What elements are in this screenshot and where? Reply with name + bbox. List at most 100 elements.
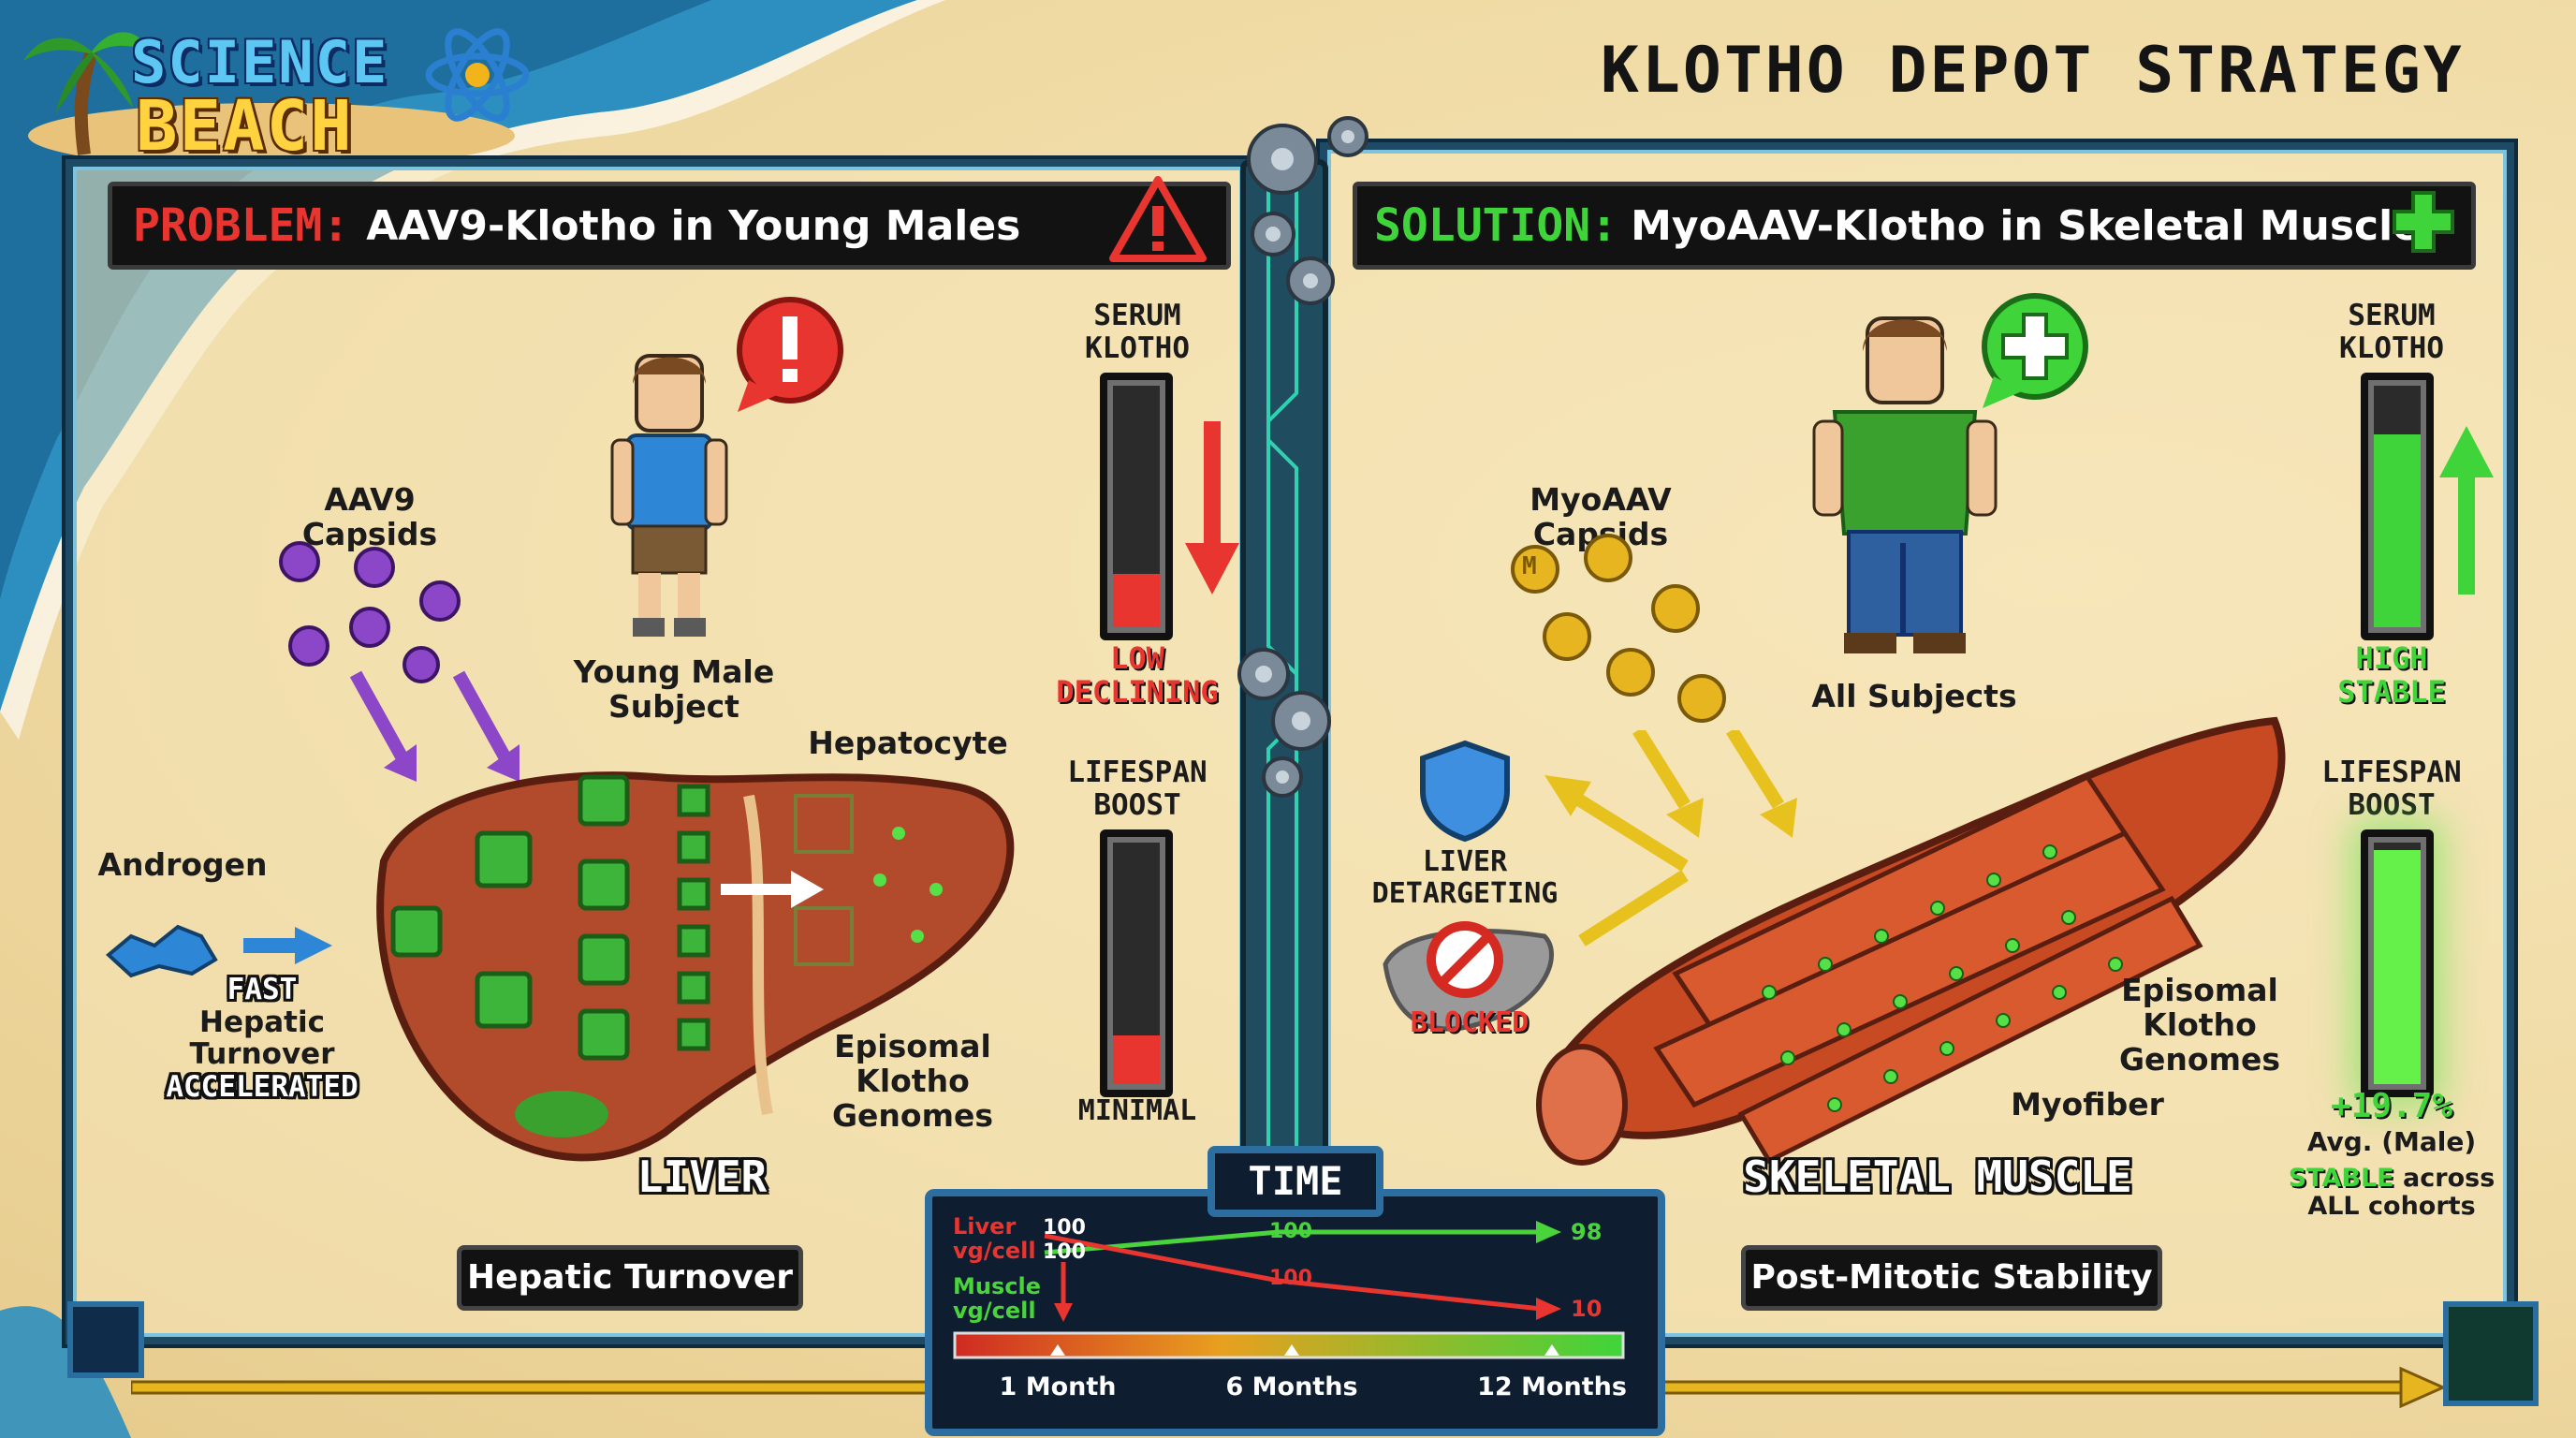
solution-lifespan-gauge [2361,829,2434,1097]
androgen-molecule-icon [105,924,332,978]
page-title: KLOTHO DEPOT STRATEGY [1601,34,2465,108]
lifespan-note-across: across [2403,1164,2496,1193]
solution-prefix: SOLUTION: [1374,199,1618,252]
time-chart: Livervg/cellMusclevg/cell100100100100981… [953,1213,1627,1401]
turnover-turnover: Turnover [189,1037,335,1072]
corner-screen-left [67,1301,144,1378]
skeletal-muscle-label: SKELETAL MUSCLE [1743,1152,2132,1202]
problem-serum-gauge [1100,373,1173,640]
muscle-mid-value: 100 [1269,1220,1312,1243]
muscle-end-value: 98 [1571,1219,1602,1245]
time-title: TIME [1208,1146,1383,1217]
lifespan-stat: +19.7% [2330,1087,2453,1125]
androgen-label: Androgen [97,846,268,883]
problem-serum-label: SERUM KLOTHO [1085,299,1190,365]
problem-lifespan-label: LIFESPAN BOOST [1067,756,1208,822]
down-arrow-icon [1185,421,1239,594]
logo-line2: BEACH [136,86,354,167]
logo-island [28,103,515,169]
problem-banner: PROBLEM: AAV9-Klotho in Young Males [108,182,1231,270]
capsid-entry-arrows [349,670,520,782]
solution-lifespan-label: LIFESPAN BOOST [2321,756,2462,822]
time-tick-mark [1284,1344,1299,1356]
plus-icon [2393,191,2454,253]
liver-illustration [376,771,1015,1162]
blocked-liver-icon [1383,921,1554,1032]
muscle-unit-label: vg/cell [953,1298,1036,1324]
capsid-muscle-arrows [1544,730,1797,946]
liver-detargeting-label: LIVER DETARGETING [1371,845,1559,910]
solution-genomes-label: Episomal Klotho Genomes [2118,972,2281,1078]
turnover-accelerated: ACCELERATED [166,1070,359,1105]
time-tick-mark [1050,1344,1065,1356]
circuit-traces [1266,178,1298,1152]
hepatic-turnover-tag: Hepatic Turnover [457,1245,803,1311]
gear-icon [1247,116,1368,305]
solution-serum-fill [2374,434,2421,627]
time-tick-label: 12 Months [1477,1372,1627,1401]
muscle-series-line [1044,1229,1541,1255]
atom-icon [425,28,530,122]
aav9-capsids-icon [279,541,461,683]
problem-lifespan-fill [1113,1035,1160,1084]
muscle-series-label: Muscle [953,1273,1041,1299]
shield-icon [1420,740,1510,843]
muscle-series-arrowhead [1536,1221,1561,1243]
palm-tree-icon [23,32,148,155]
liver-drop-arrowhead [1054,1303,1073,1322]
liver-unit-label: vg/cell [953,1238,1036,1264]
blocked-label: BLOCKED [1410,1006,1530,1039]
plus-bubble-icon [1982,293,2088,408]
corner-screen-right [2443,1301,2539,1406]
alert-bubble-icon [737,297,843,412]
myofiber-label: Myofiber [2011,1086,2164,1123]
problem-text: AAV9-Klotho in Young Males [366,201,1021,250]
lifespan-note-cohorts: ALL cohorts [2307,1192,2476,1221]
gear-icon [1237,648,1331,798]
serum-status-stable: STABLE [2337,673,2446,710]
aav9-capsids-label: AAV9 Capsids [301,481,438,552]
all-subjects-label: All Subjects [1811,678,2017,714]
myoaav-capsids-icon [1511,534,1726,723]
liver-series-line [1044,1233,1542,1312]
turnover-fast: FAST [227,973,298,1006]
serum-status-high: HIGH [2355,640,2428,676]
all-subjects-figure [1812,316,1998,653]
problem-serum-fill [1113,574,1160,627]
time-tick-label: 1 Month [1000,1372,1117,1401]
post-mitotic-stability-tag: Post-Mitotic Stability [1741,1245,2162,1311]
warning-icon [1109,176,1207,262]
turnover-hepatic: Hepatic [199,1005,325,1039]
problem-lifespan-gauge [1100,829,1173,1097]
liver-label: LIVER [637,1152,768,1202]
solution-serum-label: SERUM KLOTHO [2339,299,2444,365]
lifespan-note-male: Avg. (Male) [2306,1126,2477,1157]
hepatic-turnover-note: FAST Hepatic Turnover ACCELERATED [136,974,388,1104]
time-tick-mark [1544,1344,1559,1356]
skeletal-muscle-illustration [1536,716,2286,1166]
liver-start-value: 100 [1043,1216,1086,1240]
logo-line1: SCIENCE [131,28,389,96]
problem-serum-status: LOW DECLINING [1039,640,1236,710]
liver-series-label: Liver [953,1213,1016,1240]
solution-lifespan-fill [2374,850,2421,1084]
up-arrow-icon [2439,426,2494,594]
solution-serum-gauge [2361,373,2434,640]
serum-status-low: LOW [1110,640,1164,676]
lifespan-note-stable-word: STABLE [2288,1164,2394,1193]
problem-lifespan-status: MINIMAL [1077,1094,1197,1127]
serum-status-declining: DECLINING [1056,673,1219,710]
liver-mid-value: 100 [1269,1267,1312,1290]
capsid-letter: M [1522,552,1537,580]
time-tick-label: 6 Months [1225,1372,1357,1401]
solution-banner: SOLUTION: MyoAAV-Klotho in Skeletal Musc… [1353,182,2476,270]
hepatocyte-label: Hepatocyte [808,725,1008,761]
solution-serum-status: HIGH STABLE [2303,640,2481,710]
problem-prefix: PROBLEM: [133,199,350,252]
muscle-start-value: 100 [1043,1240,1086,1264]
liver-series-arrowhead [1536,1298,1561,1320]
lifespan-note-stable: STABLE across [2275,1164,2509,1193]
solution-text: MyoAAV-Klotho in Skeletal Muscle [1631,201,2422,250]
young-male-subject-label: Young Male Subject [573,653,775,725]
